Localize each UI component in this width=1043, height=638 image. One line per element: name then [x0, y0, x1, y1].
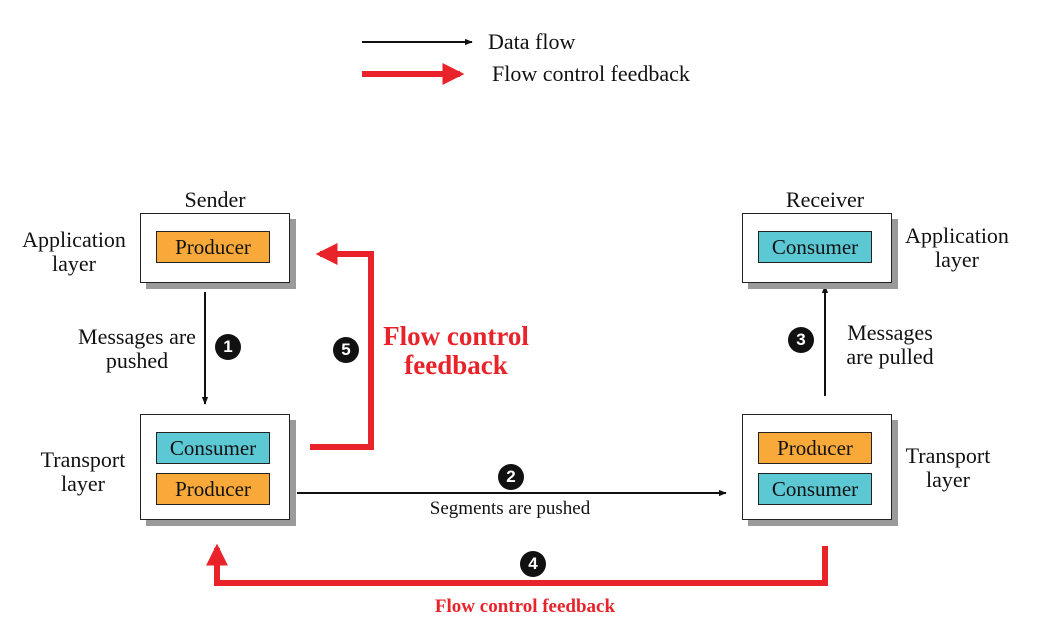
receiver-transport-producer: Producer: [758, 432, 872, 464]
receiver-app-layer-text: Application layer: [905, 223, 1009, 272]
sender-title: Sender: [184, 187, 246, 212]
legend-feedback-label: Flow control feedback: [492, 61, 690, 86]
step1-badge: 1: [215, 334, 241, 360]
sender-transport-box: Consumer Producer: [140, 414, 290, 520]
receiver-transport-consumer: Consumer: [758, 473, 872, 505]
step4-label: Flow control feedback: [434, 596, 616, 617]
receiver-application-box: Consumer: [742, 213, 892, 283]
receiver-transport-layer-text: Transport layer: [905, 443, 991, 492]
step2-label: Segments are pushed: [429, 498, 591, 519]
step1-label-text: Messages are pushed: [78, 324, 196, 373]
receiver-title: Receiver: [785, 187, 865, 212]
legend-data-flow-label: Data flow: [488, 29, 576, 54]
step5-badge: 5: [333, 337, 359, 363]
sender-app-layer-label: Application layer: [14, 228, 134, 276]
step5-label: Flow control feedback: [375, 322, 537, 380]
sender-transport-producer: Producer: [156, 473, 270, 505]
receiver-app-layer-label: Application layer: [897, 224, 1017, 272]
step3-label: Messages are pulled: [832, 321, 948, 369]
sender-app-producer: Producer: [156, 231, 270, 263]
step4-badge: 4: [520, 551, 546, 577]
step5-label-text: Flow control feedback: [383, 321, 529, 380]
sender-transport-consumer: Consumer: [156, 432, 270, 464]
step2-badge: 2: [498, 464, 524, 490]
sender-app-layer-text: Application layer: [22, 227, 126, 276]
receiver-transport-layer-label: Transport layer: [893, 444, 1003, 492]
sender-transport-layer-text: Transport layer: [40, 447, 126, 496]
arrow-feedback-4: [206, 543, 828, 586]
sender-application-box: Producer: [140, 213, 290, 283]
arrow-feedback-5: [310, 243, 374, 450]
step1-label: Messages are pushed: [72, 325, 202, 373]
receiver-app-consumer: Consumer: [758, 231, 872, 263]
sender-transport-layer-label: Transport layer: [28, 448, 138, 496]
step3-label-text: Messages are pulled: [846, 320, 934, 369]
receiver-transport-box: Producer Consumer: [742, 414, 892, 520]
step3-badge: 3: [788, 327, 814, 353]
